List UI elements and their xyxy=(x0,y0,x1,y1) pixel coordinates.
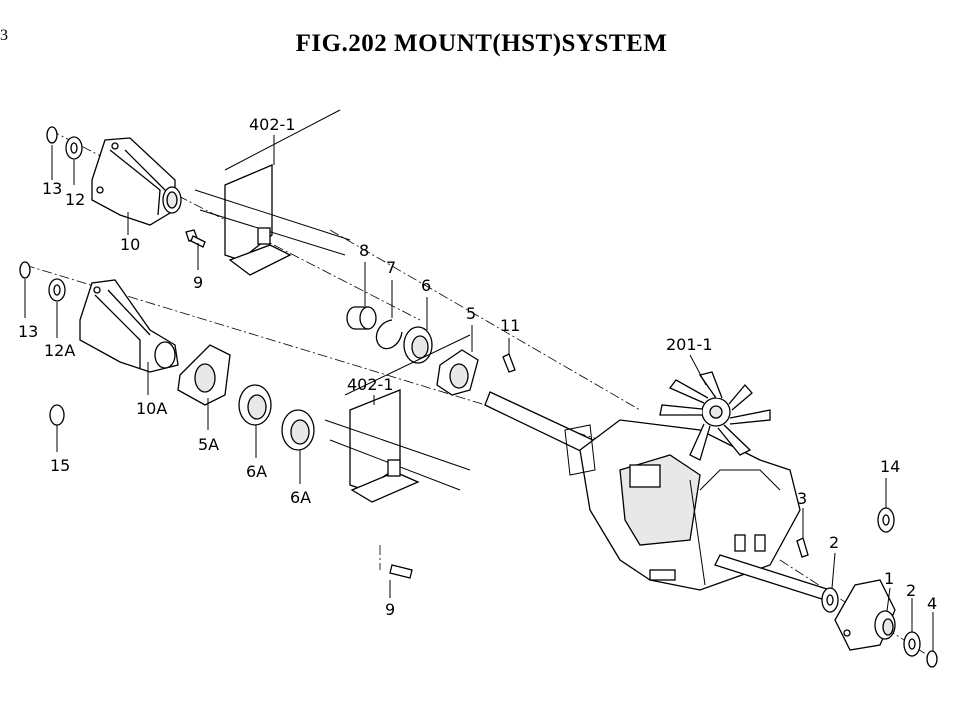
part-7-snap-ring xyxy=(375,319,403,350)
label-8: 8 xyxy=(359,241,369,260)
hst-transmission-body xyxy=(564,419,831,601)
part-3-key xyxy=(796,537,809,558)
part-9-bolt-lower xyxy=(389,564,413,579)
label-9-upper: 9 xyxy=(193,273,203,292)
part-4-snap-ring xyxy=(926,650,938,668)
label-402-1-upper: 402-1 xyxy=(249,115,296,134)
label-12a: 12A xyxy=(44,341,75,360)
label-6: 6 xyxy=(421,276,431,295)
label-5a: 5A xyxy=(198,435,219,454)
figure-title: FIG.202 MOUNT(HST)SYSTEM xyxy=(295,30,668,57)
part-8-bushing xyxy=(346,306,377,330)
label-13-lower: 13 xyxy=(18,322,38,341)
label-7: 7 xyxy=(386,258,396,277)
part-2-washer-right xyxy=(903,631,921,657)
label-4: 4 xyxy=(927,594,937,613)
leader-lines xyxy=(24,135,934,651)
label-5: 5 xyxy=(466,304,476,323)
label-1: 1 xyxy=(884,569,894,588)
label-6a-first: 6A xyxy=(246,462,267,481)
part-12a-washer xyxy=(48,278,66,302)
label-12: 12 xyxy=(65,190,85,209)
label-3: 3 xyxy=(797,489,807,508)
part-12-washer xyxy=(65,136,83,160)
part-5-flange xyxy=(436,349,479,396)
part-13-lower-snap-ring xyxy=(19,261,31,279)
part-15-ring xyxy=(49,404,65,426)
part-1-hub xyxy=(834,579,896,651)
label-13-upper: 13 xyxy=(42,179,62,198)
label-9-lower: 9 xyxy=(385,600,395,619)
part-6-bearing xyxy=(403,326,433,364)
part-201-1-fan xyxy=(659,371,771,461)
page-corner-mark: 3 xyxy=(0,27,8,44)
part-13-snap-ring xyxy=(46,126,58,144)
label-15: 15 xyxy=(50,456,70,475)
label-2-left: 2 xyxy=(829,533,839,552)
part-14-washer xyxy=(877,507,895,533)
label-10a: 10A xyxy=(136,399,167,418)
part-11-key xyxy=(502,353,516,373)
label-201-1: 201-1 xyxy=(666,335,713,354)
part-10-housing xyxy=(91,137,182,226)
label-2-right: 2 xyxy=(906,581,916,600)
part-6a-seal-1 xyxy=(238,384,272,426)
label-11: 11 xyxy=(500,316,520,335)
part-10a-housing xyxy=(79,279,179,373)
part-9-bolt-upper xyxy=(185,229,206,248)
shaft-axis-line xyxy=(329,229,641,411)
label-10: 10 xyxy=(120,235,140,254)
label-14: 14 xyxy=(880,457,900,476)
part-5a-flange xyxy=(177,344,231,406)
label-402-1-lower: 402-1 xyxy=(347,375,394,394)
part-402-1-upper-bracket xyxy=(194,109,351,276)
part-402-1-lower-bracket xyxy=(324,334,471,503)
label-6a-second: 6A xyxy=(290,488,311,507)
part-6a-seal-2 xyxy=(281,409,315,451)
part-2-washer-left xyxy=(821,587,839,613)
